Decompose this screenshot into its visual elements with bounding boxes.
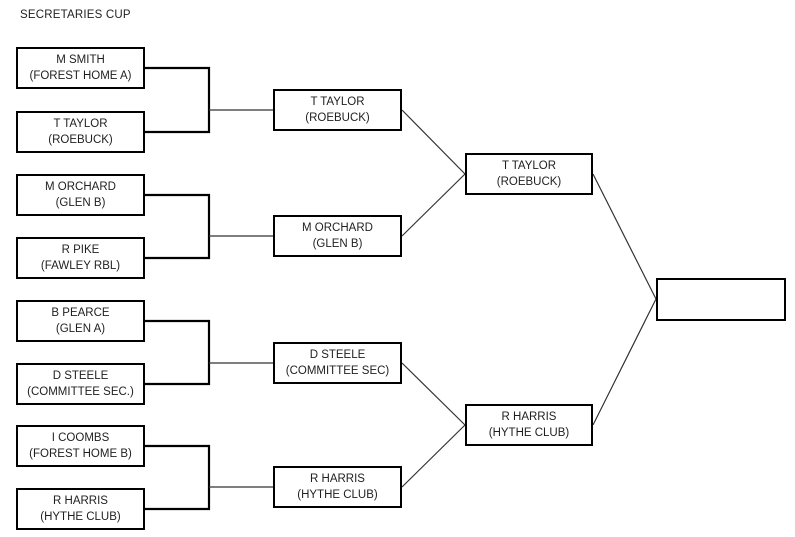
player-club: (COMMITTEE SEC) [285,365,390,377]
diagonal-semi-bottom-2 [401,424,466,488]
player-name: M ORCHARD [45,181,116,193]
bracket-box-r3-r-harris: R HARRIS (HYTHE CLUB) [465,404,593,446]
bracket-box-r1-r-pike: R PIKE (FAWLEY RBL) [16,237,145,279]
player-name: R HARRIS [501,411,557,423]
player-name: D STEELE [309,349,366,361]
player-club: (COMMITTEE SEC.) [27,386,134,398]
player-club: (ROEBUCK) [496,176,562,188]
player-club: (ROEBUCK) [48,134,113,146]
player-club: (HYTHE CLUB) [488,427,570,439]
player-club: (FAWLEY RBL) [40,260,121,272]
elbow-connector-pair3 [145,319,211,386]
elbow-connector-pair4 [145,444,211,511]
player-club: (ROEBUCK) [305,112,370,124]
bracket-box-r1-r-harris: R HARRIS (HYTHE CLUB) [16,488,145,530]
player-name: M SMITH [56,54,105,66]
diagonal-semi-top-2 [401,173,466,237]
bracket-box-r2-r-harris: R HARRIS (HYTHE CLUB) [273,466,402,508]
bracket-box-r2-m-orchard: M ORCHARD (GLEN B) [273,215,402,257]
bracket-box-r1-d-steele: D STEELE (COMMITTEE SEC.) [16,363,145,405]
player-club: (FOREST HOME A) [29,70,132,82]
bracket-box-r3-t-taylor: T TAYLOR (ROEBUCK) [465,153,593,195]
elbow-connector-pair1 [145,66,211,134]
diagonal-semi-top-1 [401,109,466,175]
bracket-box-r1-m-smith: M SMITH (FOREST HOME A) [16,47,145,89]
bracket-box-r2-t-taylor: T TAYLOR (ROEBUCK) [273,89,402,131]
bracket-box-r1-i-coombs: I COOMBS (FOREST HOME B) [16,425,145,467]
player-name: D STEELE [52,370,109,382]
diagonal-final-bottom [592,298,657,426]
player-name: M ORCHARD [302,222,373,234]
bracket-box-r1-b-pearce: B PEARCE (GLEN A) [16,300,145,342]
player-name: T TAYLOR [53,118,108,130]
player-club: (FOREST HOME B) [29,448,132,460]
page-title: SECRETARIES CUP [20,9,131,21]
player-club: (GLEN B) [55,197,106,209]
bracket-box-r1-m-orchard: M ORCHARD (GLEN B) [16,174,145,216]
diagonal-final-top [592,173,657,300]
player-club: (HYTHE CLUB) [40,511,121,523]
player-club: (GLEN B) [312,238,363,250]
bracket-box-r1-t-taylor: T TAYLOR (ROEBUCK) [16,111,145,153]
player-name: T TAYLOR [501,160,557,172]
player-name: I COOMBS [51,432,110,444]
player-name: B PEARCE [51,307,110,319]
player-name: R HARRIS [310,473,365,485]
player-club: (GLEN A) [55,323,106,335]
player-name: T TAYLOR [310,96,365,108]
player-club: (HYTHE CLUB) [297,489,378,501]
player-name: R HARRIS [53,495,108,507]
player-name: R PIKE [61,244,100,256]
diagonal-semi-bottom-1 [401,362,466,426]
elbow-connector-pair2 [145,193,211,260]
bracket-box-final-winner [656,278,786,321]
bracket-box-r2-d-steele: D STEELE (COMMITTEE SEC) [273,342,402,384]
